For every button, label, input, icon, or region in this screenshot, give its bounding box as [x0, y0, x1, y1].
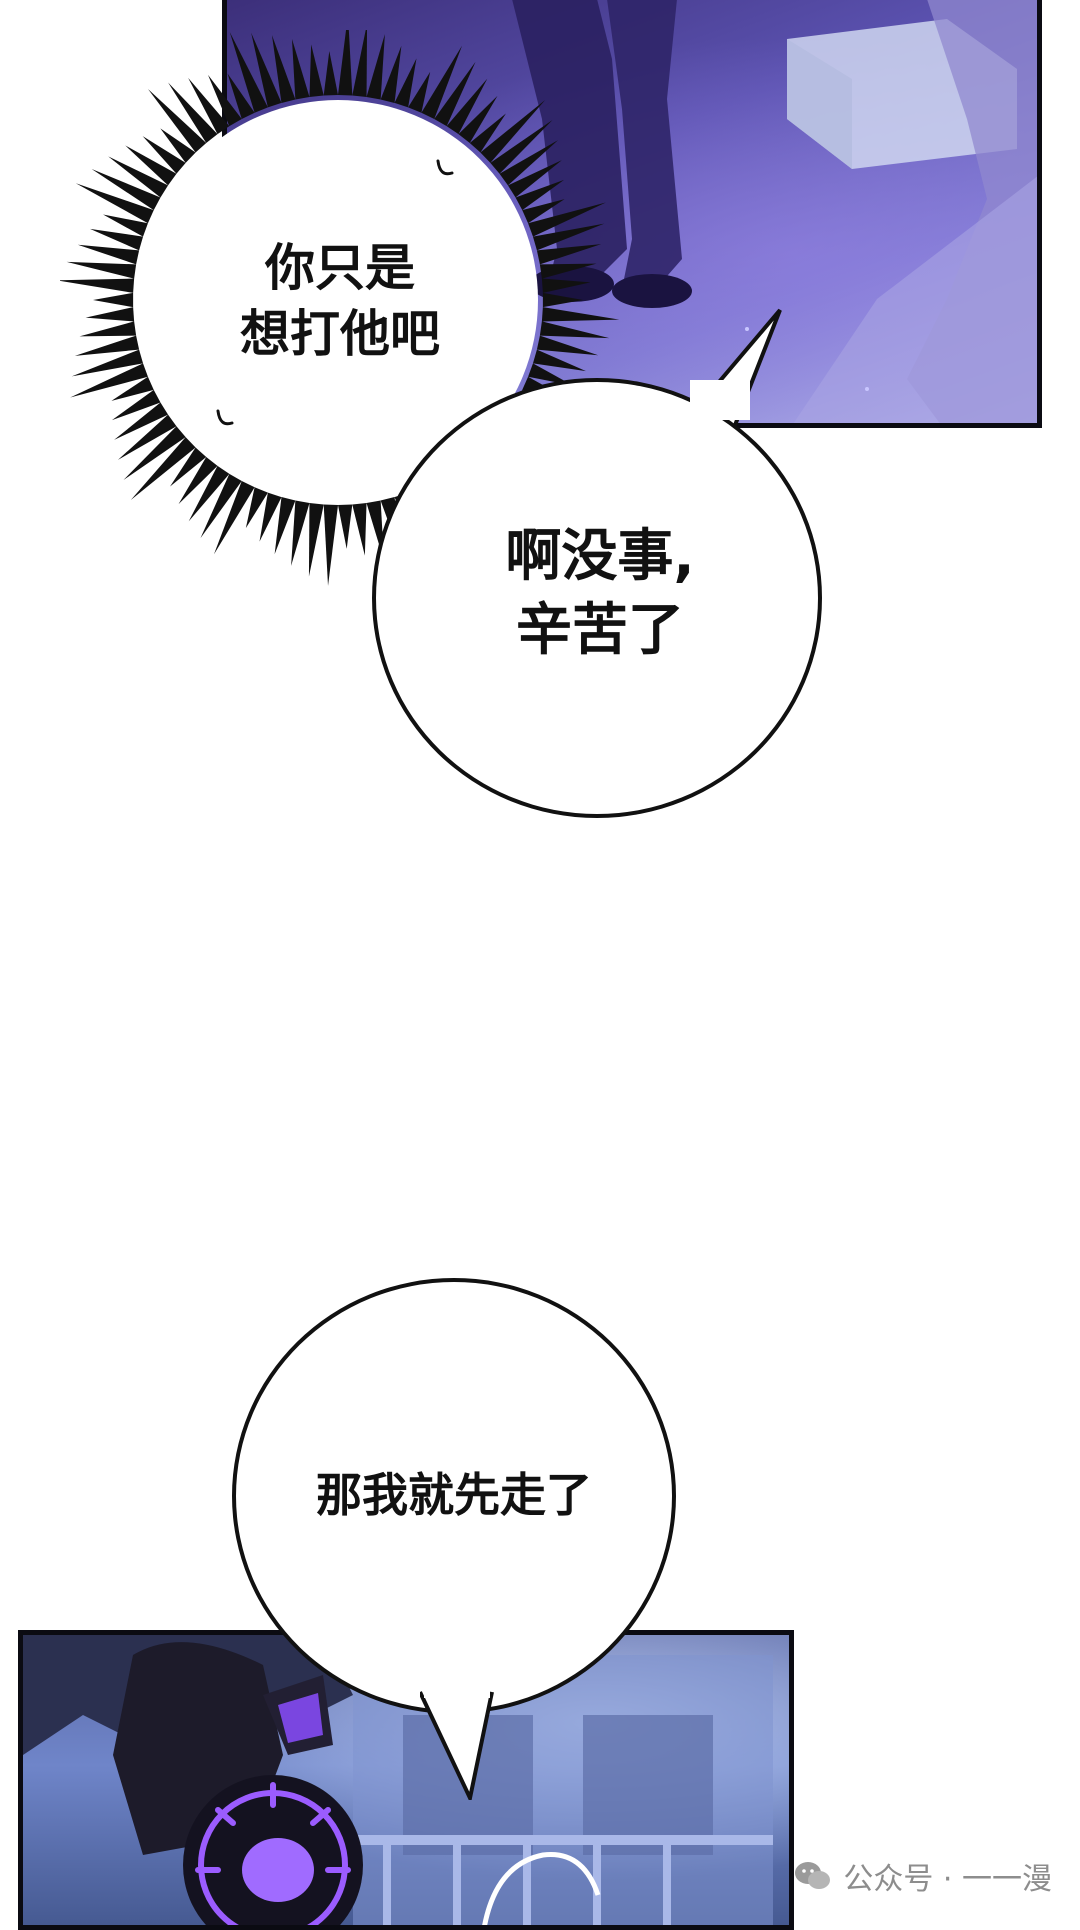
wechat-icon: [795, 1862, 831, 1889]
shout-spike: [103, 214, 148, 237]
shout-spike: [352, 503, 367, 556]
shout-spike: [245, 487, 268, 529]
shout-spike: [79, 321, 137, 337]
shout-spike: [114, 402, 169, 440]
shout-spike: [170, 447, 207, 487]
shout-spike: [308, 503, 324, 577]
shout-spike: [111, 376, 154, 401]
shout-spike: [542, 292, 583, 308]
shout-spike: [71, 349, 144, 377]
shout-spike: [515, 179, 565, 211]
shout-spike: [458, 95, 498, 143]
shout-spike: [291, 500, 310, 566]
shout-spike: [434, 61, 476, 127]
shout-bubble: 你只是 想打他吧: [56, 14, 620, 590]
shout-spike: [66, 261, 137, 279]
shout-spike: [380, 45, 402, 103]
shout-spike: [130, 437, 196, 501]
shout-spike: [271, 35, 296, 103]
shout-spike: [142, 136, 186, 174]
emphasis-tick-icon: [436, 159, 454, 176]
shout-spike: [539, 321, 610, 339]
shout-spike: [446, 78, 488, 135]
shout-spike: [541, 307, 620, 322]
shout-spike: [188, 465, 230, 522]
shout-spike: [75, 183, 154, 224]
shout-spike: [227, 73, 255, 120]
shout-spike: [323, 51, 339, 96]
shout-spike: [147, 88, 207, 153]
top-panel-art: [345, 0, 1037, 423]
shout-spike: [366, 34, 385, 100]
shout-spike: [111, 389, 161, 421]
shout-spike: [337, 14, 353, 96]
leave-bubble-text: 那我就先走了: [316, 1468, 592, 1522]
shout-spike: [499, 140, 559, 186]
shout-spike: [89, 228, 144, 251]
reply-bubble-tail-joint: [690, 380, 750, 420]
shout-spike: [536, 244, 602, 265]
shout-spike: [108, 156, 169, 198]
shout-spike: [309, 44, 324, 97]
reply-bubble: [372, 378, 822, 818]
shout-spike: [522, 199, 565, 224]
shout-spike: [323, 504, 339, 586]
shout-spike: [85, 307, 135, 322]
shout-spike: [70, 363, 148, 398]
top-comic-panel: [222, 0, 1042, 428]
shout-spike: [394, 58, 417, 108]
shout-spike: [259, 492, 282, 542]
shout-spike: [229, 32, 268, 113]
shout-spike: [56, 278, 135, 293]
shout-spike: [77, 244, 140, 265]
shout-spike: [125, 145, 177, 186]
emphasis-tick-icon: [216, 409, 234, 426]
leave-bubble-tail: [420, 1690, 494, 1800]
shout-spike: [421, 45, 463, 120]
shout-spike: [160, 128, 196, 163]
shout-spike: [539, 263, 597, 279]
shout-spike: [490, 120, 553, 174]
shout-spike: [200, 473, 242, 539]
shout-spike: [528, 202, 606, 237]
shout-spike: [352, 23, 368, 97]
shout-spike: [337, 504, 353, 549]
shout-spike: [168, 82, 218, 143]
shout-spike: [480, 99, 546, 163]
shout-spike: [117, 414, 177, 460]
shout-spike: [291, 39, 310, 100]
shout-spike: [93, 292, 134, 308]
shout-bubble-text: 你只是 想打他吧: [240, 239, 440, 363]
shout-spike: [532, 349, 587, 372]
reply-bubble-text: 啊没事, 辛苦了: [505, 524, 695, 663]
shout-spike: [408, 71, 431, 113]
shout-spike: [532, 223, 605, 251]
shout-spike: [274, 497, 296, 555]
shout-spike: [74, 335, 140, 356]
shout-spike: [469, 113, 506, 153]
shout-spike: [507, 160, 562, 198]
shout-spike: [188, 77, 230, 135]
shout-spike: [251, 32, 282, 108]
watermark-text: 公众号 · 一一漫: [843, 1862, 1052, 1897]
shout-spike: [208, 74, 242, 127]
shout-spike: [536, 335, 599, 356]
shout-spike: [178, 457, 218, 505]
shout-spike: [91, 169, 161, 211]
shout-spike: [541, 278, 591, 293]
shout-spike: [123, 426, 186, 480]
shout-spike: [213, 480, 255, 555]
watermark: 公众号 · 一一漫: [793, 1854, 1052, 1898]
leave-bubble: [232, 1278, 676, 1714]
